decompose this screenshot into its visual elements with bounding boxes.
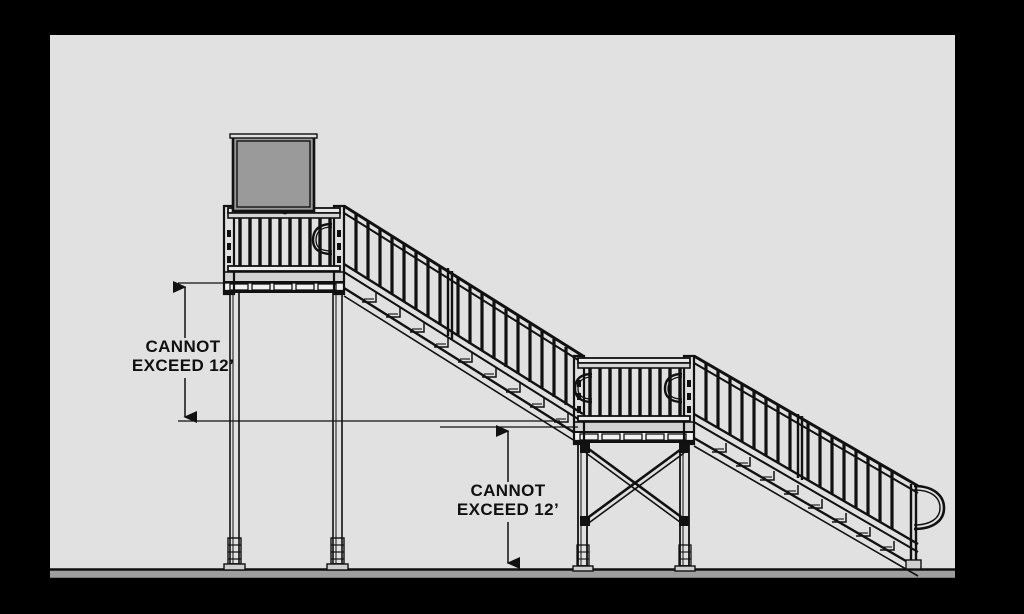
lower-dimension-line2: EXCEED 12’ xyxy=(457,500,559,519)
upper-dimension-line2: EXCEED 12’ xyxy=(132,356,234,375)
mid-landing-railing xyxy=(572,354,696,446)
upper-dimension-line1: CANNOT xyxy=(145,337,220,356)
x-brace xyxy=(580,443,689,526)
lower-stair-flight xyxy=(693,354,946,577)
upper-platform-posts xyxy=(223,291,349,571)
lower-dimension-line1: CANNOT xyxy=(470,481,545,500)
doorway-opening xyxy=(229,133,318,213)
mid-landing-deck xyxy=(573,421,695,443)
upper-dimension-annotation: CANNOT EXCEED 12’ xyxy=(132,281,560,423)
grade-line xyxy=(50,568,955,578)
lower-dimension-annotation: CANNOT EXCEED 12’ xyxy=(440,425,578,569)
upper-platform-deck xyxy=(223,271,345,293)
upper-stair-flight xyxy=(343,204,584,447)
mid-landing-posts xyxy=(572,441,696,572)
